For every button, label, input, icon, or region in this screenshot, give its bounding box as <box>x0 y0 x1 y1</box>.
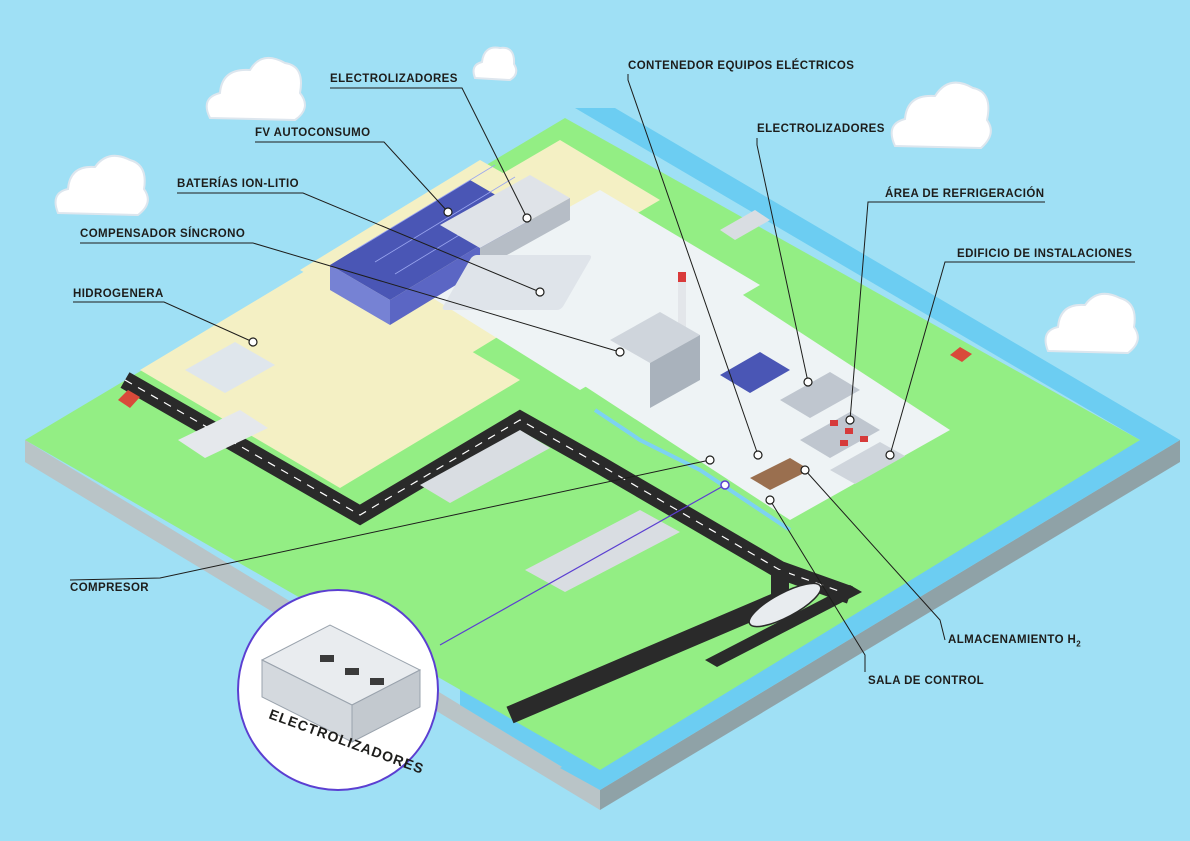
callout-markers <box>248 207 895 505</box>
label-refrigeracion: ÁREA DE REFRIGERACIÓN <box>885 188 1045 200</box>
cloud-icon <box>54 154 149 217</box>
label-almacenamiento: ALMACENAMIENTO H2 <box>948 634 1081 648</box>
label-electrolizadores-top: ELECTROLIZADORES <box>330 73 458 85</box>
label-hidrogenera: HIDROGENERA <box>73 288 164 300</box>
compensator-front <box>650 335 700 408</box>
road-markings <box>124 379 851 596</box>
label-electrolizadores-right: ELECTROLIZADORES <box>757 123 885 135</box>
building-north <box>720 210 770 240</box>
compensator-roof <box>610 312 700 363</box>
electrolyzer-containers-right <box>780 372 880 458</box>
warehouse-center <box>420 430 550 503</box>
house-right <box>950 347 972 362</box>
dock-pier <box>705 585 862 667</box>
warehouse-left <box>178 410 268 458</box>
chimney-top <box>678 272 686 282</box>
callout-lines <box>69 74 1135 672</box>
label-compensador: COMPENSADOR SÍNCRONO <box>80 228 246 240</box>
label-sala-control: SALA DE CONTROL <box>868 675 985 687</box>
electrolyzer-hall-front <box>480 198 570 270</box>
label-fv-autoconsumo: FV AUTOCONSUMO <box>255 127 371 139</box>
label-almacenamiento-text: ALMACENAMIENTO H <box>948 634 1077 646</box>
cloud-icon <box>205 56 306 122</box>
label-edificio: EDIFICIO DE INSTALACIONES <box>957 248 1133 260</box>
ship <box>748 582 822 628</box>
hydrogen-station <box>185 342 275 393</box>
pv-building-side <box>330 265 390 325</box>
water-dock <box>460 688 600 790</box>
sand-area-left <box>140 262 520 488</box>
electrolyzer-hall-roof <box>440 175 570 248</box>
pv-array-right <box>720 352 790 393</box>
house-left <box>118 390 140 408</box>
cloud-icon <box>1044 292 1139 355</box>
island-side-right <box>600 440 1180 810</box>
cloud-icon <box>890 81 992 150</box>
industrial-pad-center <box>420 190 760 390</box>
inset-electrolyzer-illustration <box>260 624 422 743</box>
refrigeration-units <box>830 420 868 446</box>
inset-link-marker <box>720 480 730 490</box>
warehouse-south <box>525 510 680 592</box>
label-almacenamiento-subscript: 2 <box>1076 639 1082 649</box>
label-compresor: COMPRESOR <box>70 582 149 594</box>
pipeline <box>593 408 792 532</box>
cloud-icon <box>472 46 518 82</box>
label-baterias: BATERÍAS ION-LITIO <box>177 178 299 190</box>
hydrogen-storage <box>750 458 810 490</box>
inset-link-line <box>439 484 726 646</box>
label-contenedor: CONTENEDOR EQUIPOS ELÉCTRICOS <box>628 60 855 72</box>
